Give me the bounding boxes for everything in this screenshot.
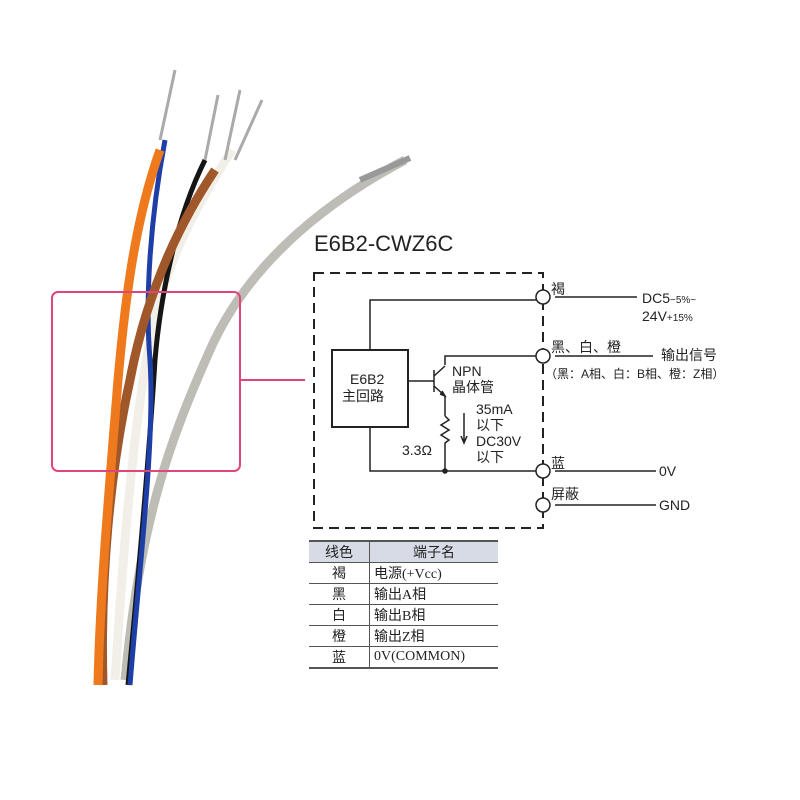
cell-terminal: 输出Z相 xyxy=(369,625,498,647)
cell-color: 白 xyxy=(309,604,370,626)
cell-terminal: 电源(+Vcc) xyxy=(369,562,498,584)
cell-terminal: 0V(COMMON) xyxy=(369,646,498,669)
current-label-4: 以下 xyxy=(476,449,504,465)
terminal-brown xyxy=(535,289,551,305)
terminal-label-output: 黑、白、橙 xyxy=(551,339,621,355)
shield-wire-tip xyxy=(358,155,412,183)
table-row: 白输出B相 xyxy=(309,604,498,626)
highlight-frame xyxy=(51,291,241,472)
circuit-diagram xyxy=(313,272,656,529)
zero-volt-label: 0V xyxy=(659,463,677,479)
cell-color: 黑 xyxy=(309,583,370,605)
header-terminal-name: 端子名 xyxy=(369,540,498,563)
transistor-symbol xyxy=(408,365,446,416)
current-label-2: 以下 xyxy=(476,417,504,433)
resistor-label: 3.3Ω xyxy=(402,442,432,458)
gnd-line xyxy=(369,427,656,472)
terminal-label-blue: 蓝 xyxy=(551,455,565,471)
cell-color: 蓝 xyxy=(309,646,370,669)
terminal-label-brown: 褐 xyxy=(551,281,565,297)
resistor-symbol xyxy=(439,415,451,471)
cell-terminal: 输出A相 xyxy=(369,583,498,605)
gnd-label: GND xyxy=(659,497,691,513)
current-label-3: DC30V xyxy=(476,433,522,449)
vcc-spec-2: 24V+15% xyxy=(642,309,693,324)
model-title: E6B2-CWZ6C xyxy=(314,231,454,256)
table-row: 黑输出A相 xyxy=(309,583,498,605)
blue-wire xyxy=(127,139,168,686)
vcc-tolerance-low: −5%~ xyxy=(670,295,697,306)
sensor-boundary xyxy=(313,272,544,529)
header-wire-color: 线色 xyxy=(309,540,370,563)
cell-terminal: 输出B相 xyxy=(369,604,498,626)
terminal-shield xyxy=(535,497,551,513)
orange-wire xyxy=(93,148,165,686)
transistor-label-2: 晶体管 xyxy=(452,379,494,395)
terminal-output xyxy=(535,348,551,364)
main-block-label-2: 主回路 xyxy=(342,388,384,404)
table-row: 褐电源(+Vcc) xyxy=(309,562,498,584)
vcc-value-2: 24V xyxy=(642,308,667,324)
table-row: 橙输出Z相 xyxy=(309,625,498,647)
vcc-spec: DC5−5%~ xyxy=(642,291,696,306)
wire-tips xyxy=(158,69,264,161)
current-label-1: 35mA xyxy=(476,401,513,417)
emitter-arrow xyxy=(439,390,447,398)
current-arrow xyxy=(460,413,468,445)
cell-color: 橙 xyxy=(309,625,370,647)
cell-color: 褐 xyxy=(309,562,370,584)
vcc-value: DC5 xyxy=(642,290,671,306)
terminal-blue xyxy=(535,463,551,479)
vcc-tolerance-high: +15% xyxy=(666,313,693,324)
transistor-label-1: NPN xyxy=(452,363,482,379)
junction-dot xyxy=(442,468,448,474)
table-header-row: 线色 端子名 xyxy=(309,540,498,563)
main-block-label-1: E6B2 xyxy=(350,371,385,387)
output-phase-note: （黑：A相、白：B相、橙：Z相） xyxy=(545,367,725,381)
terminal-label-shield: 屏蔽 xyxy=(551,486,579,502)
vcc-line xyxy=(369,296,637,350)
output-line xyxy=(444,355,653,365)
output-signal-label: 输出信号 xyxy=(661,347,717,363)
